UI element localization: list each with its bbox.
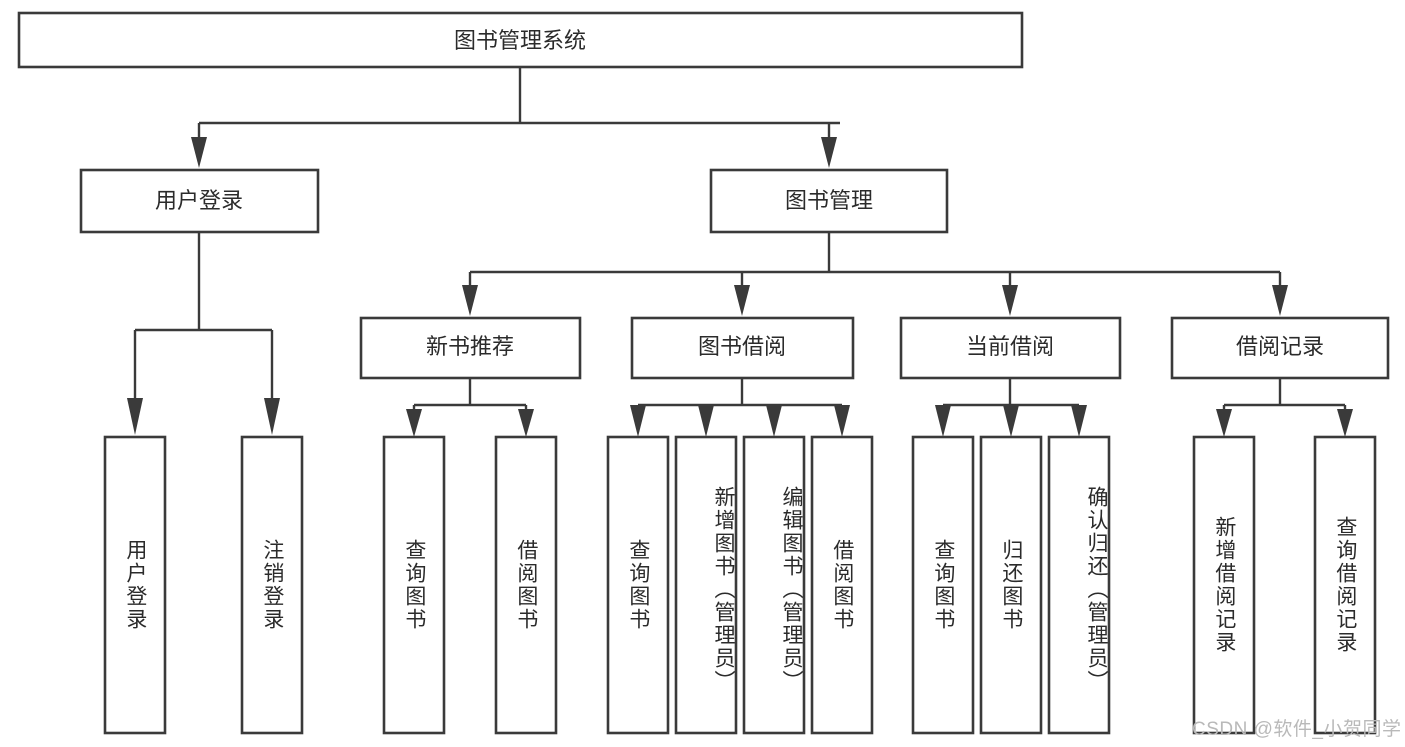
node-box[interactable] <box>359 316 582 380</box>
connector-bookborrow-to-leaves <box>630 378 850 437</box>
leaf-box-user-login[interactable] <box>103 435 167 735</box>
node-label: 图书管理系统 <box>454 28 586 53</box>
connector-borrowrecord-to-leaves <box>1216 378 1353 437</box>
node-box[interactable] <box>899 316 1122 380</box>
arrow-head-icon <box>1071 405 1087 437</box>
arrow-head-icon <box>518 409 534 437</box>
node-label: 借阅记录 <box>1236 334 1324 359</box>
arrow-head-icon <box>698 405 714 437</box>
arrow-head-icon <box>935 405 951 437</box>
node-user-login[interactable]: 用户登录 <box>79 168 320 234</box>
node-label: 图书管理 <box>785 188 873 213</box>
node-book-management[interactable]: 图书管理 <box>709 168 949 234</box>
connector-newbook-to-leaves <box>406 378 534 437</box>
node-current-borrow[interactable]: 当前借阅 <box>899 316 1122 380</box>
arrow-head-icon <box>127 398 143 435</box>
arrow-head-icon <box>264 398 280 435</box>
leaf-box-add-book[interactable] <box>674 435 738 735</box>
arrow-head-icon <box>1216 409 1232 437</box>
arrow-head-icon <box>1002 285 1018 316</box>
connector-bookmgmt-to-level3 <box>462 232 1288 316</box>
leaf-box-query-borrow-record[interactable] <box>1313 435 1377 735</box>
arrow-head-icon <box>462 285 478 316</box>
node-label: 当前借阅 <box>966 334 1054 359</box>
node-box[interactable] <box>1170 316 1390 380</box>
node-label: 新书推荐 <box>426 334 514 359</box>
csdn-watermark: CSDN @软件_小贺同学 <box>1192 719 1402 740</box>
leaf-box-edit-book[interactable] <box>742 435 806 735</box>
arrow-head-icon <box>821 137 837 168</box>
connector-currentborrow-to-leaves <box>935 378 1087 437</box>
arrow-head-icon <box>734 285 750 316</box>
node-label: 用户登录 <box>155 188 243 213</box>
arrow-head-icon <box>1003 405 1019 437</box>
arrow-head-icon <box>1272 285 1288 316</box>
arrow-head-icon <box>834 405 850 437</box>
arrow-head-icon <box>630 405 646 437</box>
leaf-box-borrow-book-1[interactable] <box>494 435 558 735</box>
leaf-box-query-book-3[interactable] <box>911 435 975 735</box>
leaf-box-query-book-1[interactable] <box>382 435 446 735</box>
node-label: 图书借阅 <box>698 334 786 359</box>
node-book-borrow[interactable]: 图书借阅 <box>630 316 855 380</box>
node-borrow-record[interactable]: 借阅记录 <box>1170 316 1390 380</box>
arrow-head-icon <box>191 137 207 168</box>
leaf-box-borrow-book-2[interactable] <box>810 435 874 735</box>
node-new-book-recommend[interactable]: 新书推荐 <box>359 316 582 380</box>
leaf-box-logout-login[interactable] <box>240 435 304 735</box>
leaf-box-query-book-2[interactable] <box>606 435 670 735</box>
arrow-head-icon <box>766 405 782 437</box>
arrow-head-icon <box>1337 409 1353 437</box>
node-box[interactable] <box>79 168 320 234</box>
node-box[interactable] <box>709 168 949 234</box>
leaf-box-return-book[interactable] <box>979 435 1043 735</box>
leaf-box-add-borrow-record[interactable] <box>1192 435 1256 735</box>
node-box[interactable] <box>17 11 1024 69</box>
connector-root-to-level2 <box>191 67 840 168</box>
node-root[interactable]: 图书管理系统 <box>17 11 1024 69</box>
connector-userlogin-to-leaves <box>127 233 280 435</box>
leaf-box-confirm-return[interactable] <box>1047 435 1111 735</box>
arrow-head-icon <box>406 409 422 437</box>
node-box[interactable] <box>630 316 855 380</box>
